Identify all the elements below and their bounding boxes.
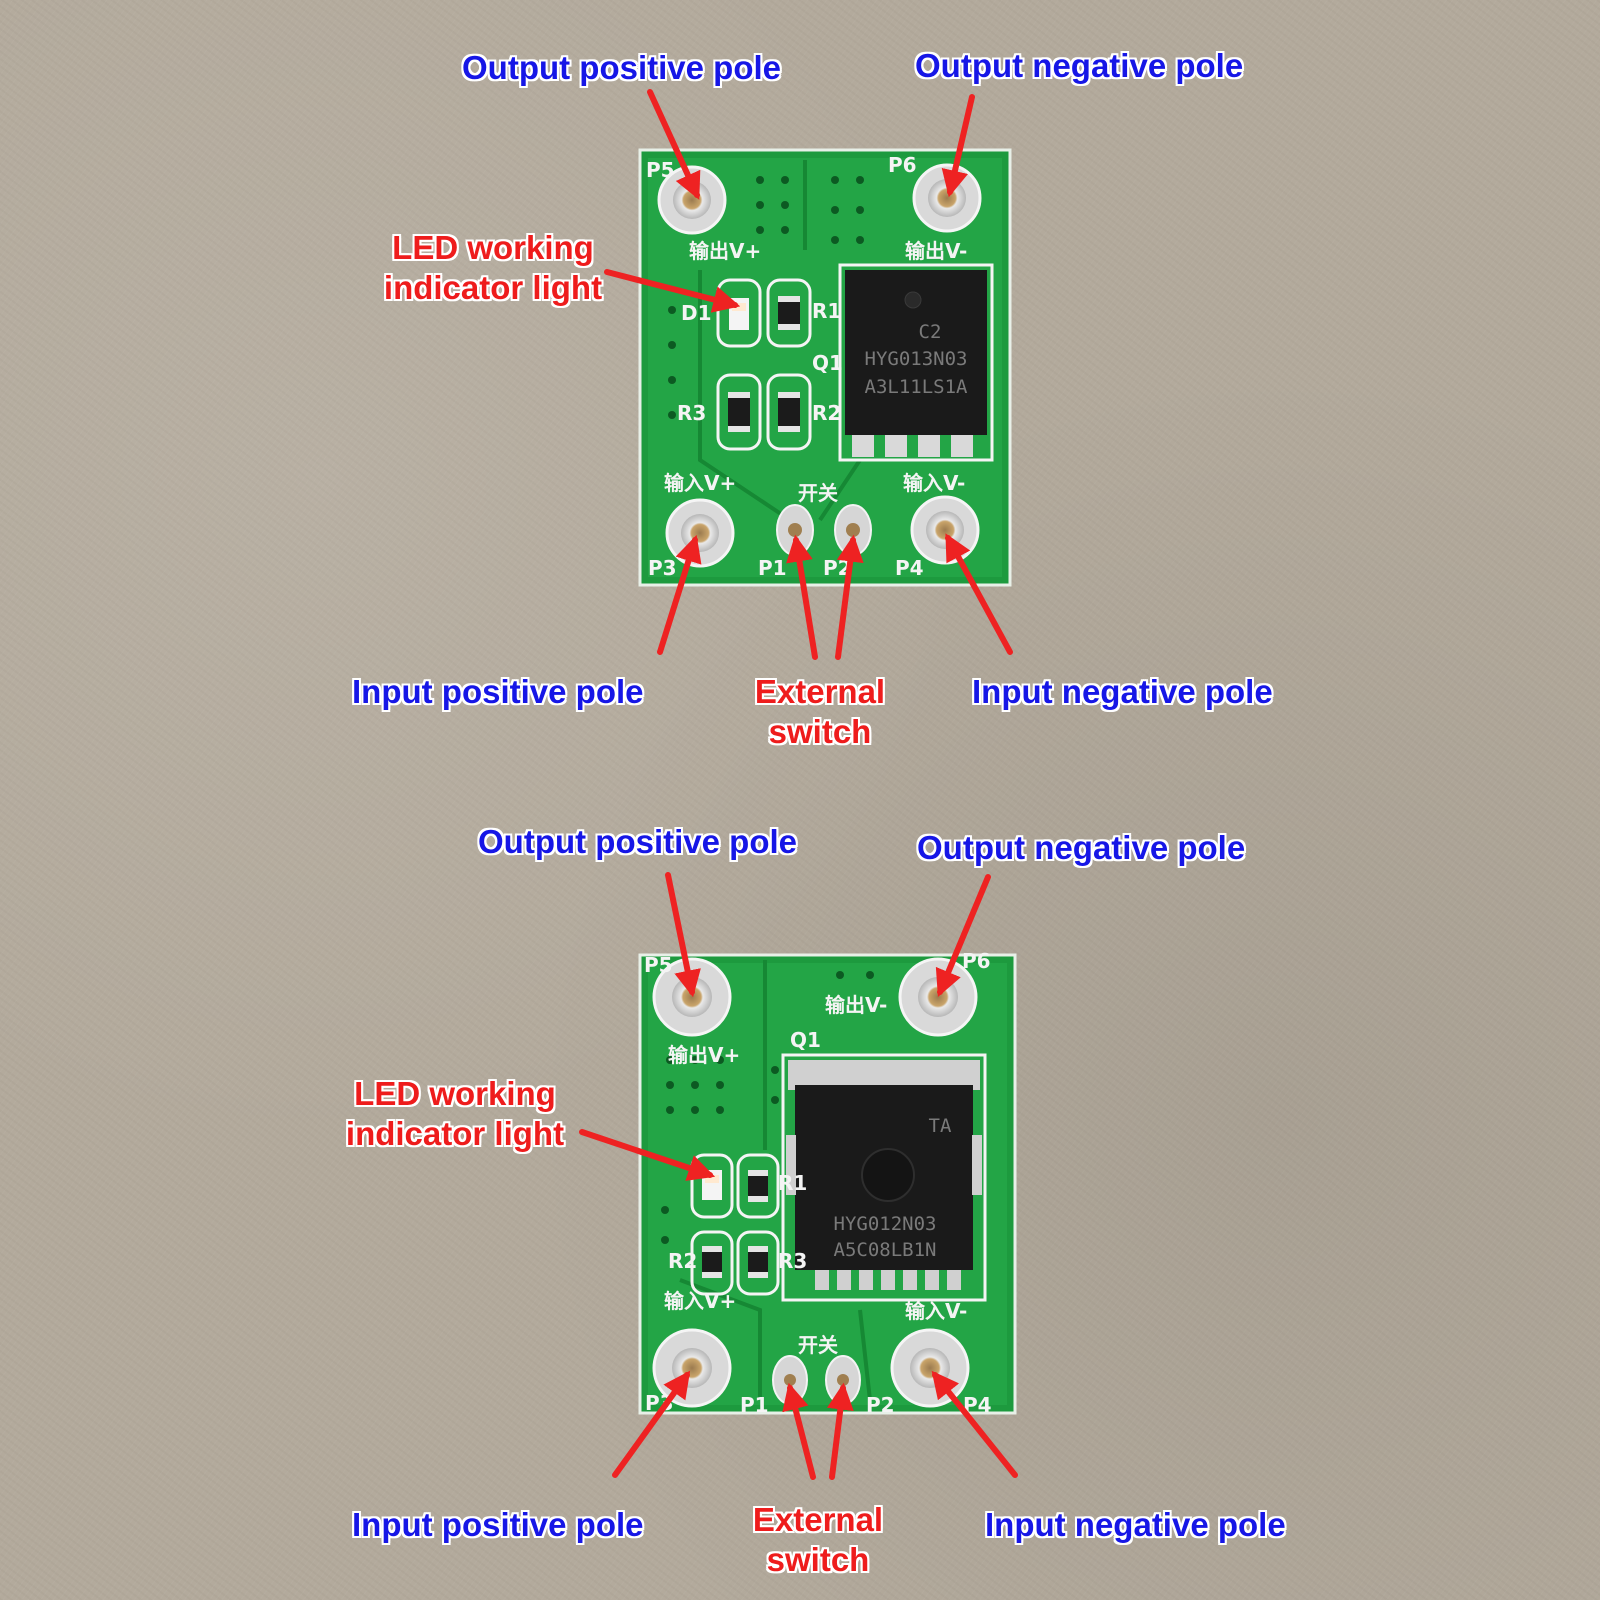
- label-input-negative-top: Input negative pole: [972, 673, 1273, 710]
- arrow-switch-a-bottom: [782, 1382, 816, 1480]
- silk-q1: Q1: [790, 1028, 821, 1052]
- silk-in-v-minus: 输入V-: [905, 1299, 967, 1323]
- chip-marking-line3: A5C08LB1N: [834, 1239, 937, 1261]
- via-grid-icon: [661, 971, 874, 1244]
- label-output-negative-bottom: Output negative pole: [917, 829, 1246, 866]
- resistor-r1-icon: [766, 278, 812, 348]
- silk-d1: D1: [681, 301, 712, 325]
- arrow-output-negative-top: [941, 94, 975, 198]
- pcb-board-bottom: TA HYG012N03 A5C08LB1N P5 P6 输出V+ 输出V- Q…: [638, 949, 1017, 1417]
- arrow-output-positive-top: [647, 89, 701, 200]
- label-led-top: LED working indicator light: [373, 228, 613, 307]
- label-led-line1: LED working: [392, 229, 594, 266]
- label-input-positive-top: Input positive pole: [352, 673, 644, 710]
- chip-marking-line1: C2: [919, 321, 942, 343]
- chip-marking-line2: HYG013N03: [865, 348, 968, 370]
- pad-p4-icon: [910, 495, 980, 565]
- annotation-arrows: [579, 89, 1018, 1480]
- silk-switch: 开关: [798, 481, 838, 505]
- arrow-input-negative-bottom: [931, 1370, 1018, 1478]
- label-output-negative-top: Output negative pole: [915, 47, 1244, 84]
- mosfet-q1-icon: C2 HYG013N03 A3L11LS1A: [838, 263, 994, 462]
- label-led-line2: indicator light: [345, 1114, 565, 1152]
- silk-r2: R2: [668, 1249, 697, 1273]
- arrow-led-bottom: [579, 1129, 716, 1181]
- pad-p6-icon: [912, 163, 982, 233]
- label-switch-line2: switch: [768, 712, 872, 750]
- silk-r3: R3: [677, 401, 706, 425]
- label-switch-line1: External: [754, 673, 886, 710]
- pcb-board-top: C2 HYG013N03 A3L11LS1A P5 P6 输出V+ 输出V- D…: [638, 148, 1012, 587]
- silk-p5: P5: [646, 158, 675, 182]
- silk-r3: R3: [778, 1249, 807, 1273]
- pad-p4-icon: [890, 1328, 970, 1408]
- label-switch-bottom: External switch: [738, 1500, 898, 1579]
- label-input-negative-bottom: Input negative pole: [985, 1506, 1286, 1543]
- label-output-positive-top: Output positive pole: [462, 49, 781, 86]
- resistor-r2-icon: [690, 1230, 734, 1296]
- label-switch-line2: switch: [766, 1540, 870, 1578]
- silk-p3: P3: [648, 556, 677, 580]
- chip-marking-line2: HYG012N03: [834, 1213, 937, 1235]
- silk-q1: Q1: [812, 351, 843, 375]
- arrow-input-positive-bottom: [612, 1370, 691, 1478]
- silk-in-v-plus: 输入V+: [664, 471, 736, 495]
- pad-p3-icon: [665, 498, 735, 568]
- silk-out-v-plus: 输出V+: [668, 1043, 740, 1067]
- arrow-output-negative-bottom: [935, 874, 991, 997]
- label-input-positive-bottom: Input positive pole: [352, 1506, 644, 1543]
- silk-p1: P1: [758, 556, 787, 580]
- silk-in-v-minus: 输入V-: [903, 471, 965, 495]
- silk-switch: 开关: [798, 1333, 838, 1357]
- label-led-bottom: LED working indicator light: [335, 1074, 575, 1153]
- arrow-switch-b-bottom: [826, 1382, 854, 1480]
- resistor-r2-icon: [766, 373, 812, 451]
- arrow-input-positive-top: [657, 534, 702, 655]
- via-grid-icon: [668, 176, 864, 419]
- silk-out-v-minus: 输出V-: [905, 239, 967, 263]
- arrow-input-negative-top: [945, 533, 1013, 655]
- silk-p2: P2: [866, 1393, 895, 1417]
- silk-r2: R2: [812, 401, 841, 425]
- label-led-line1: LED working: [354, 1075, 556, 1112]
- silk-r1: R1: [812, 299, 841, 323]
- silk-p5: P5: [644, 953, 673, 977]
- arrow-led-top: [604, 269, 741, 313]
- silk-p6: P6: [888, 153, 917, 177]
- resistor-r1-icon: [736, 1153, 780, 1219]
- silk-in-v-plus: 输入V+: [664, 1289, 736, 1313]
- arrow-switch-a-top: [786, 534, 818, 660]
- silk-p1: P1: [740, 1393, 769, 1417]
- label-led-line2: indicator light: [383, 268, 603, 306]
- silk-out-v-minus: 输出V-: [825, 993, 887, 1017]
- chip-marking-line3: A3L11LS1A: [865, 376, 969, 398]
- silk-p4: P4: [895, 556, 924, 580]
- arrow-switch-b-top: [835, 534, 864, 660]
- resistor-r3-icon: [736, 1230, 780, 1296]
- mosfet-q1-icon: TA HYG012N03 A5C08LB1N: [781, 1053, 987, 1302]
- arrow-output-positive-bottom: [665, 872, 701, 998]
- label-switch-top: External switch: [740, 672, 900, 751]
- silk-p6: P6: [962, 949, 991, 973]
- label-switch-line1: External: [752, 1501, 884, 1538]
- resistor-r3-icon: [716, 373, 762, 451]
- chip-marking-line1: TA: [929, 1115, 952, 1137]
- silk-out-v-plus: 输出V+: [689, 239, 761, 263]
- silk-r1: R1: [778, 1171, 807, 1195]
- label-output-positive-bottom: Output positive pole: [478, 823, 797, 860]
